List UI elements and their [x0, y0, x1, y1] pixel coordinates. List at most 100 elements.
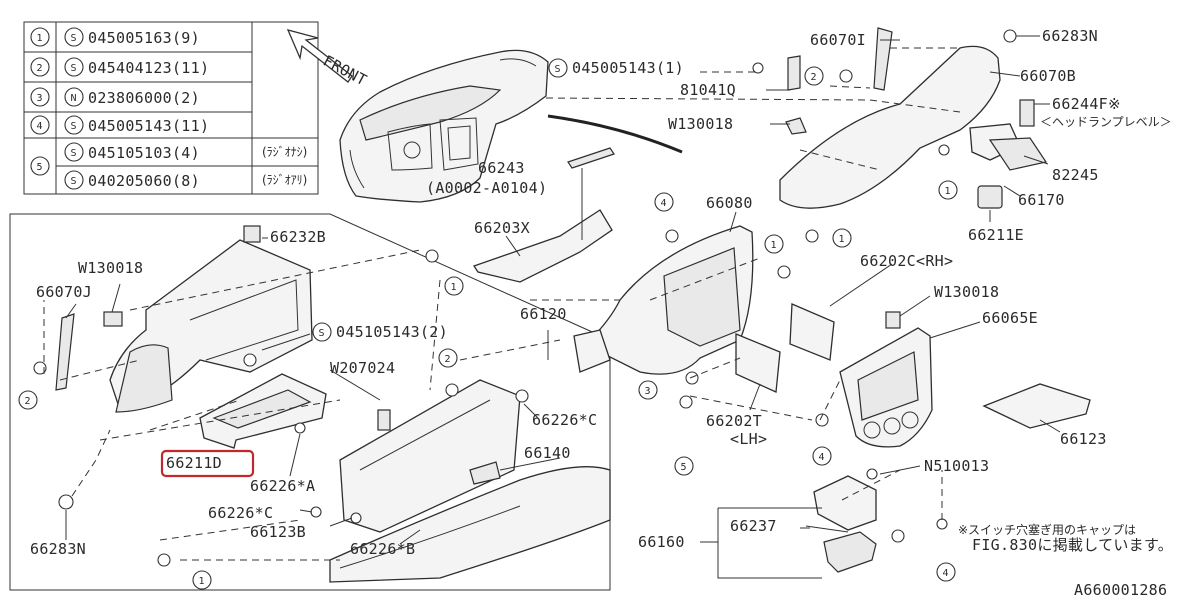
svg-text:1: 1 [945, 186, 951, 197]
defroster-strip [547, 114, 683, 154]
part-label: 66237 [730, 517, 777, 535]
legend-code: S [71, 121, 77, 132]
part-label: 66070I [810, 31, 866, 49]
highlight-box [160, 449, 255, 478]
part-label: 66065E [982, 309, 1038, 327]
callout-2: 2 [18, 390, 38, 410]
callout-4: 4 [812, 446, 832, 466]
svg-text:4: 4 [661, 198, 667, 209]
part-label: 66226*A [250, 477, 315, 495]
part-label: 66283N [30, 540, 86, 558]
part-label: 66123B [250, 523, 306, 541]
legend-part: 040205060(8) [88, 172, 200, 190]
svg-text:2: 2 [445, 354, 451, 365]
part-label: 66232B [270, 228, 326, 246]
legend-row: 5 S 045105103(4) (ﾗｼﾞｵﾅｼ) [30, 142, 307, 176]
part-label: N510013 [924, 457, 989, 475]
part-label: 66226*B [350, 540, 415, 558]
part-label: 66244F※ [1052, 95, 1121, 113]
callout-1: 1 [444, 276, 464, 296]
part-label: S [555, 64, 561, 75]
part-labels: 66283N 66070I S 045005143(1) 66070B 8104… [30, 27, 1173, 599]
callout-2: 2 [804, 66, 824, 86]
legend-part: 045105103(4) [88, 144, 200, 162]
dashboard-overview [339, 49, 549, 203]
part-label: W130018 [78, 259, 143, 277]
part-label: 045005143(1) [572, 59, 684, 77]
callout-5: 5 [674, 456, 694, 476]
part-label: W130018 [934, 283, 999, 301]
legend-num: 3 [37, 93, 43, 104]
legend-code: N [71, 93, 77, 104]
svg-text:1: 1 [199, 576, 205, 587]
svg-text:2: 2 [25, 396, 31, 407]
legend-part: 023806000(2) [88, 89, 200, 107]
legend-row: 3 N 023806000(2) [30, 87, 200, 107]
callout-4: 4 [654, 192, 674, 212]
note-text: FIG.830に掲載しています。 [972, 536, 1173, 554]
legend-row: 1 S 045005163(9) [30, 27, 200, 47]
front-arrow-icon: FRONT [286, 29, 370, 90]
legend-row: S 040205060(8) (ﾗｼﾞｵｱﾘ) [64, 170, 307, 190]
glovebox-door [58, 249, 611, 583]
part-label: 66226*C [208, 504, 273, 522]
part-label: 66211E [968, 226, 1024, 244]
note-text: ※スイッチ穴塞ぎ用のキャップは [958, 522, 1136, 537]
legend-num: 5 [37, 162, 43, 173]
audio-panel [839, 327, 933, 448]
legend-row: 4 S 045005143(11) [30, 115, 209, 135]
legend-row: 2 S 045404123(11) [30, 57, 209, 77]
legend-num: 2 [37, 63, 43, 74]
legend-note: (ﾗｼﾞｵﾅｼ) [262, 145, 307, 159]
group-enclosure [9, 213, 611, 591]
part-label: 66070B [1020, 67, 1076, 85]
part-label: 82245 [1052, 166, 1099, 184]
part-label: 66123 [1060, 430, 1107, 448]
part-label: 66226*C [532, 411, 597, 429]
callout-1: 1 [832, 228, 852, 248]
part-label: W207024 [330, 359, 395, 377]
svg-text:1: 1 [771, 240, 777, 251]
callout-2: 2 [438, 348, 458, 368]
legend-note: (ﾗｼﾞｵｱﾘ) [262, 173, 307, 187]
svg-text:3: 3 [645, 386, 651, 397]
diagram-id: A660001286 [1074, 581, 1167, 599]
part-label: 66160 [638, 533, 685, 551]
part-label-66211d: 66211D [166, 454, 222, 472]
legend-table: 1 S 045005163(9) 2 S 045404123(11) 3 N 0… [23, 21, 319, 195]
legend-num: 1 [37, 33, 43, 44]
leader-lines [65, 35, 1061, 579]
part-label: 66170 [1018, 191, 1065, 209]
callout-markers: 2 1 1 4 1 1 2 2 3 5 4 1 4 [18, 66, 958, 590]
pocket-66123 [982, 383, 1091, 429]
svg-text:5: 5 [681, 462, 687, 473]
callout-4: 4 [936, 562, 956, 582]
glovebox-tray [199, 373, 327, 449]
part-label: 66140 [524, 444, 571, 462]
part-label: 045105143(2) [336, 323, 448, 341]
upper-right-trim [752, 27, 1047, 243]
svg-text:4: 4 [819, 452, 825, 463]
legend-num: 4 [37, 121, 43, 132]
svg-text:2: 2 [811, 72, 817, 83]
bracket-66203x [472, 147, 615, 283]
legend-code: S [71, 148, 77, 159]
center-console [573, 225, 829, 427]
legend-part: 045005163(9) [88, 29, 200, 47]
svg-text:1: 1 [451, 282, 457, 293]
svg-text:1: 1 [839, 234, 845, 245]
part-label: 66120 [520, 305, 567, 323]
part-label: 81041Q [680, 81, 736, 99]
part-label: 66243 [478, 159, 525, 177]
legend-code: S [71, 33, 77, 44]
part-label: 66283N [1042, 27, 1098, 45]
part-label: <LH> [730, 430, 767, 448]
part-label: 66070J [36, 283, 92, 301]
part-label: S [319, 328, 325, 339]
legend-part: 045005143(11) [88, 117, 209, 135]
part-label: 66202C<RH> [860, 252, 953, 270]
front-label: FRONT [320, 52, 370, 90]
part-label: 66203X [474, 219, 530, 237]
